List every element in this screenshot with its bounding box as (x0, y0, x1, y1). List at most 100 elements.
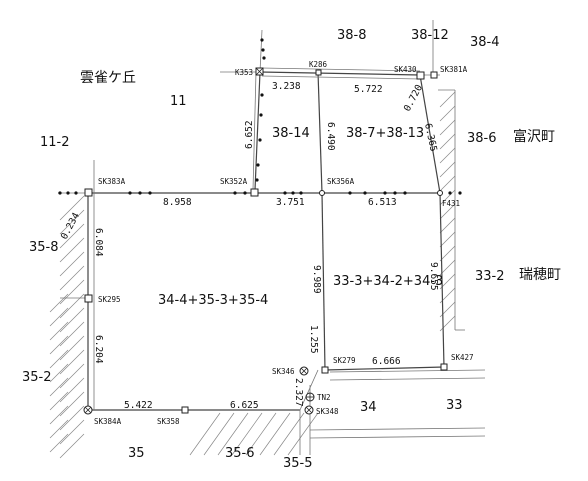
point-label: SK356A (327, 177, 355, 186)
marker-sk295 (84, 294, 93, 303)
distance-label: 5.422 (124, 400, 153, 411)
traverse-dot (128, 191, 132, 195)
hatch-stroke (439, 119, 456, 136)
distance-label: 6.666 (372, 356, 401, 367)
hatch-stroke (59, 433, 85, 459)
traverse-dot (299, 191, 303, 195)
parcel-label: 33-2 (475, 269, 505, 284)
town-hibarigaoka: 雲雀ケ丘 (80, 70, 136, 86)
hatch-stroke (59, 265, 85, 291)
hatch-stroke (59, 223, 85, 249)
distance-label: 6.084 (93, 228, 104, 257)
hatch-stroke (439, 315, 456, 332)
hatch-stroke (245, 412, 277, 456)
parcel-label: 35 (128, 446, 145, 461)
hatch-stroke (439, 175, 456, 192)
parcel-label: 38-12 (411, 28, 449, 43)
parcel-label: 11 (170, 94, 187, 109)
marker-sk427 (440, 363, 448, 371)
distance-label: 6.625 (230, 400, 259, 411)
marker-sk279 (321, 366, 329, 374)
traverse-dot (58, 191, 62, 195)
traverse-dot (348, 191, 352, 195)
distance-label: 5.722 (354, 84, 383, 95)
point-label: SK352A (220, 177, 248, 186)
marker-sk430 (416, 71, 425, 80)
hatch-stroke (59, 251, 85, 277)
marker-k286 (315, 69, 322, 76)
marker-sk381a (430, 71, 438, 79)
hatch-stroke (49, 433, 69, 453)
hatch-stroke (59, 279, 85, 305)
hatch-stroke (259, 412, 291, 456)
parcel-label: 38-7+38-13 (346, 126, 424, 141)
hatch-stroke (59, 209, 85, 235)
hatch-stroke (49, 419, 69, 439)
hatched-boundaries (49, 91, 456, 459)
traverse-dot (256, 163, 260, 167)
hatch-stroke (59, 307, 85, 333)
point-label: TN2 (317, 393, 331, 402)
hatch-stroke (59, 195, 85, 221)
survey-markers (83, 67, 448, 415)
hatch-stroke (59, 349, 85, 375)
hatch-stroke (59, 237, 85, 263)
hatch-stroke (59, 321, 85, 347)
traverse-dot (403, 191, 407, 195)
distance-label: 6.365 (422, 122, 439, 152)
distance-label: 2.327 (293, 378, 304, 407)
hatch-stroke (59, 405, 85, 431)
distance-label: 6.513 (368, 197, 397, 208)
traverse-dot (255, 178, 259, 182)
distance-label: 6.490 (325, 122, 336, 151)
town-mizuho: 瑞穂町 (519, 267, 561, 283)
marker-sk356a (319, 190, 325, 196)
hatch-stroke (217, 412, 249, 456)
point-label: SK346 (272, 367, 295, 376)
hatch-stroke (439, 259, 456, 276)
point-label: SK383A (98, 177, 126, 186)
traverse-dot (138, 191, 142, 195)
distance-label: 0.720 (402, 83, 425, 114)
hatch-stroke (273, 412, 305, 456)
parcel-label: 35-6 (225, 446, 255, 461)
point-label: SK381A (440, 65, 468, 74)
parcel-label: 38-14 (272, 126, 310, 141)
traverse-dot (243, 191, 247, 195)
hatch-stroke (49, 335, 69, 355)
traverse-dot (261, 48, 265, 52)
distance-label: 9.989 (311, 265, 322, 294)
point-label: SK348 (316, 407, 339, 416)
hatch-stroke (439, 91, 456, 108)
hatch-stroke (439, 217, 456, 234)
point-label: SK295 (98, 295, 121, 304)
hatch-stroke (59, 391, 85, 417)
hatch-stroke (189, 412, 221, 456)
marker-sk352a (250, 188, 259, 197)
hatch-stroke (439, 105, 456, 122)
hatch-stroke (59, 419, 85, 445)
hatch-stroke (287, 412, 319, 456)
distance-label: 1.255 (308, 325, 319, 354)
parcel-label: 11-2 (40, 135, 70, 150)
marker-sk383a (84, 188, 93, 197)
point-label: K286 (309, 60, 328, 69)
traverse-dot (66, 191, 70, 195)
hatch-stroke (49, 321, 69, 341)
point-label: SK430 (394, 65, 417, 74)
traverse-dots (58, 38, 462, 195)
hatch-stroke (203, 412, 235, 456)
parcel-label: 35-8 (29, 240, 59, 255)
parcel-label: 38-4 (470, 35, 500, 50)
traverse-dot (262, 56, 266, 60)
parcel-label: 34 (360, 400, 377, 415)
distance-label: 6.204 (93, 335, 104, 364)
hatch-stroke (49, 349, 69, 369)
point-label: K353 (235, 68, 253, 77)
traverse-dot (233, 191, 237, 195)
hatch-stroke (439, 245, 456, 262)
hatch-stroke (439, 203, 456, 220)
distance-label: 3.751 (276, 197, 305, 208)
hatch-stroke (231, 412, 263, 456)
traverse-dot (393, 191, 397, 195)
